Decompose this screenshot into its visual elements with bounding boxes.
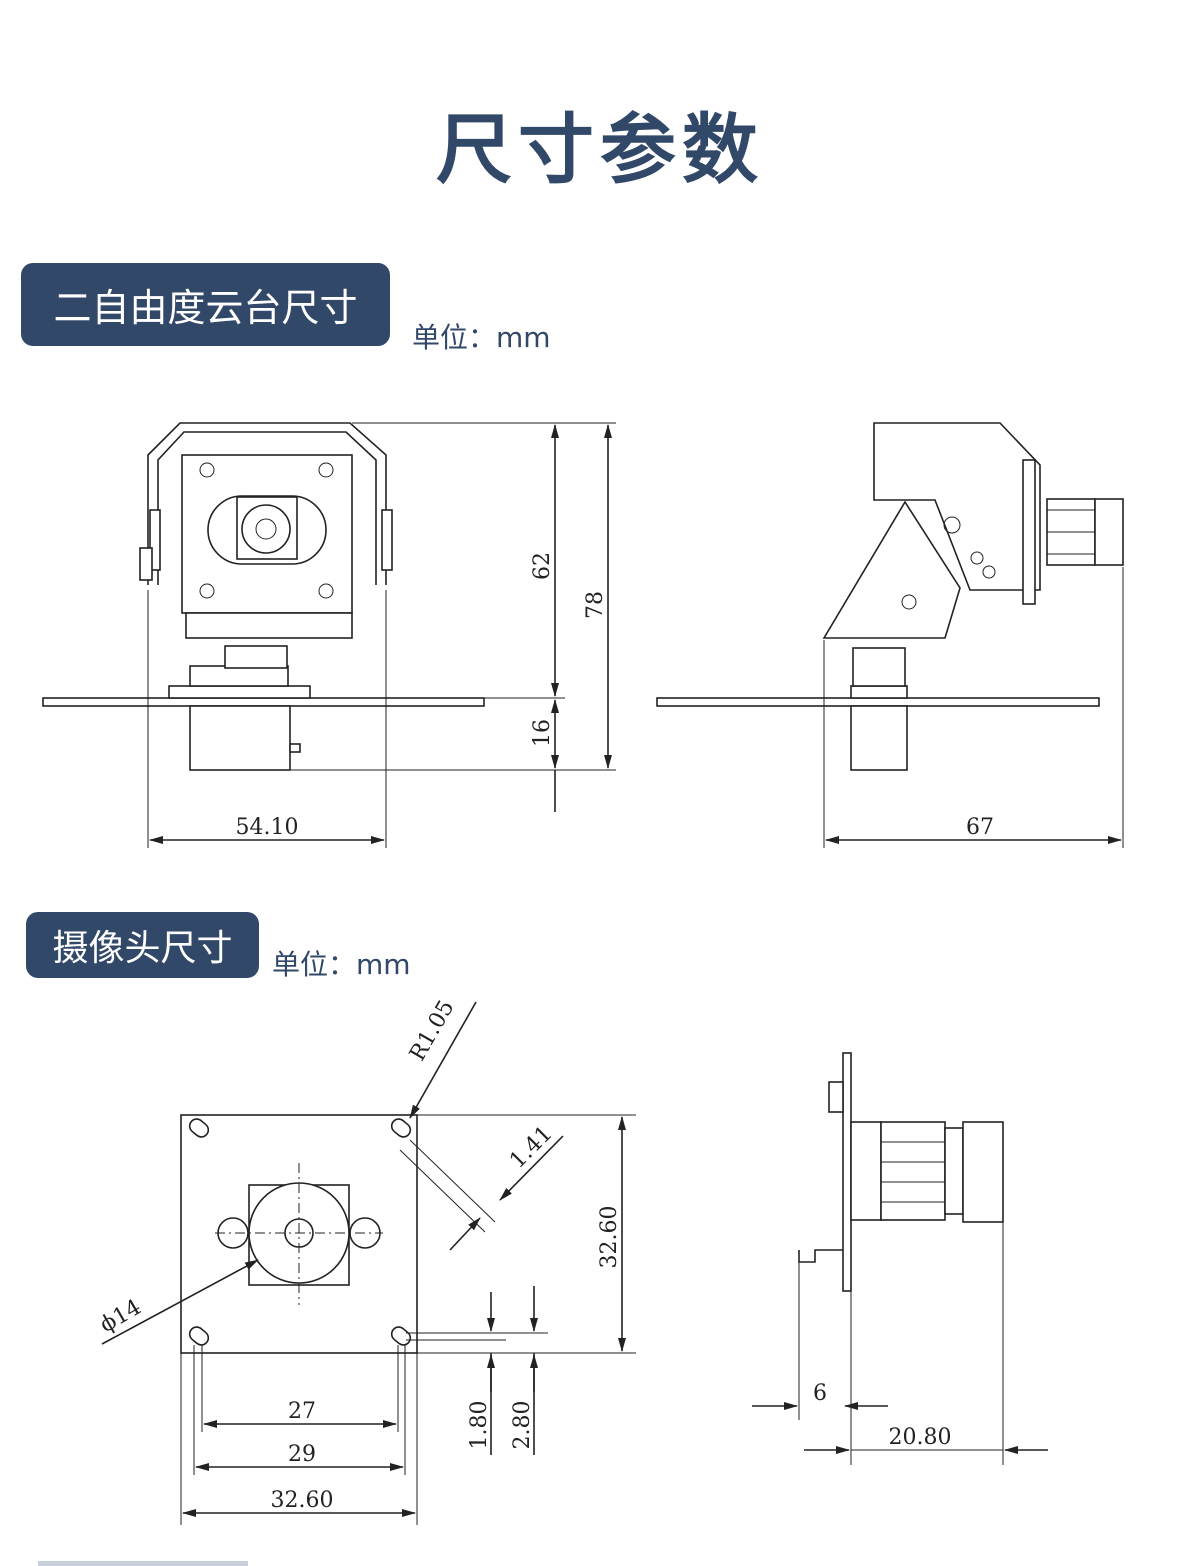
dim-r1-05: R1.05: [405, 996, 459, 1065]
dim-16: 16: [530, 719, 555, 747]
gimbal-side-view: [656, 422, 1124, 771]
dim-78: 78: [583, 591, 608, 619]
dim-phi14: ϕ14: [96, 1295, 146, 1338]
camera-side-view: [798, 1052, 1004, 1420]
dim-6: 6: [813, 1381, 827, 1406]
gimbal-side-dimensions: 67: [823, 567, 1124, 848]
dim-27: 27: [288, 1399, 316, 1424]
section-tab-camera: 摄像头尺寸: [26, 912, 259, 978]
dim-2-80: 2.80: [510, 1401, 535, 1450]
camera-side-dimensions: 6 20.80: [752, 1222, 1048, 1465]
dim-29: 29: [288, 1442, 316, 1467]
dim-32-60-v: 32.60: [597, 1206, 622, 1269]
camera-front-view: [180, 1114, 418, 1354]
dim-1-80: 1.80: [467, 1401, 492, 1450]
bottom-divider: [38, 1561, 248, 1566]
page-title: 尺寸参数: [436, 105, 764, 194]
dim-20-80: 20.80: [889, 1425, 952, 1450]
dim-32-60-h: 32.60: [271, 1488, 334, 1513]
dim-67: 67: [966, 815, 994, 840]
dim-54-10: 54.10: [236, 815, 299, 840]
dim-62: 62: [530, 552, 555, 580]
dim-1-41: 1.41: [505, 1121, 557, 1173]
gimbal-front-dimensions: 62 16 78 54.10: [147, 422, 616, 848]
unit-label-gimbal: 单位：mm: [412, 321, 551, 354]
unit-label-camera: 单位：mm: [272, 948, 411, 981]
gimbal-front-view: [42, 422, 485, 771]
section-tab-gimbal: 二自由度云台尺寸: [21, 263, 390, 346]
